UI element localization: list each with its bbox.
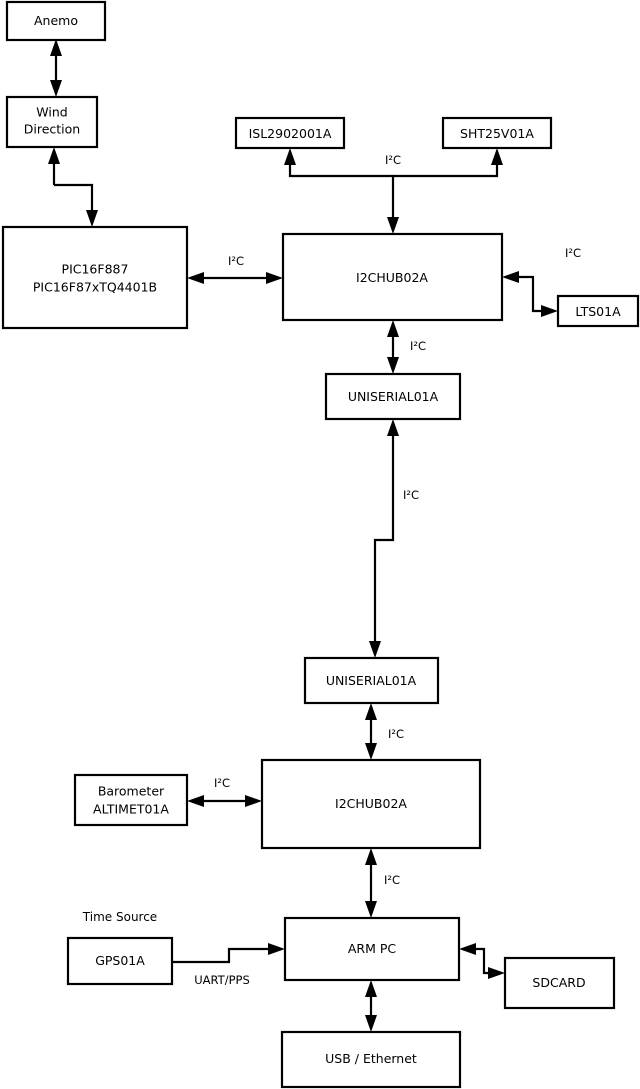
connector-wind-pic [48, 147, 98, 227]
node-sht25v01a[interactable]: SHT25V01A [441, 116, 553, 150]
node-isl2902001a[interactable]: ISL2902001A [234, 116, 346, 150]
connector-hubbottom-armpc [365, 848, 377, 918]
node-i2chub02a-top[interactable]: I2CHUB02A [281, 232, 504, 322]
svg-text:GPS01A: GPS01A [95, 953, 145, 968]
connector-hubtop-lts [502, 271, 558, 317]
connector-pic-hubtop [187, 272, 283, 284]
node-label-uniserial-lower: UNISERIAL01A [326, 673, 417, 688]
node-i2chub02a-bottom[interactable]: I2CHUB02A [260, 758, 482, 850]
node-label-hub-top: I2CHUB02A [356, 270, 428, 285]
svg-text:SDCARD: SDCARD [532, 975, 585, 990]
node-label-wind-line1: Wind [36, 105, 67, 120]
node-pic16f887[interactable]: PIC16F887 PIC16F87xTQ4401B [1, 225, 189, 330]
connector-uniserial-hubbottom [365, 703, 377, 760]
node-sdcard[interactable]: SDCARD [503, 956, 616, 1010]
node-label-lts: LTS01A [575, 304, 621, 319]
node-label-armpc: ARM PC [348, 941, 397, 956]
node-anemo[interactable]: Anemo [5, 0, 107, 42]
node-label-hub-bottom: I2CHUB02A [335, 796, 407, 811]
svg-text:I2CHUB02A: I2CHUB02A [356, 270, 428, 285]
node-label-gps: GPS01A [95, 953, 145, 968]
connector-uniserial-uniserial [369, 419, 399, 658]
label-time-source: Time Source [82, 910, 157, 924]
edge-label-hub-sensors: I²C [385, 153, 401, 167]
node-lts01a[interactable]: LTS01A [556, 294, 640, 328]
node-label-sdcard: SDCARD [532, 975, 585, 990]
connector-hubtop-sensors [284, 148, 503, 234]
connectors-layer [48, 39, 558, 1032]
free-labels-layer: Time Source [82, 910, 157, 924]
svg-text:UNISERIAL01A: UNISERIAL01A [326, 673, 417, 688]
svg-text:ARM PC: ARM PC [348, 941, 397, 956]
connector-anemo-wind [50, 39, 62, 97]
svg-text:UNISERIAL01A: UNISERIAL01A [348, 389, 439, 404]
edge-label-barometer-hub: I²C [214, 776, 230, 790]
node-label-sht: SHT25V01A [460, 126, 534, 141]
connector-armpc-sdcard [459, 943, 505, 979]
node-label-isl: ISL2902001A [249, 126, 332, 141]
connector-gps-armpc [172, 943, 285, 964]
node-usb-ethernet[interactable]: USB / Ethernet [280, 1030, 462, 1089]
edge-label-uniserial-hub-bottom: I²C [388, 727, 404, 741]
connector-barometer-hubbottom [187, 795, 262, 807]
node-arm-pc[interactable]: ARM PC [283, 916, 461, 982]
connector-armpc-usb [365, 980, 377, 1032]
node-gps01a[interactable]: GPS01A [66, 936, 174, 986]
edge-label-pic-hub: I²C [228, 254, 244, 268]
edge-label-hub-armpc: I²C [384, 873, 400, 887]
node-label-uniserial-upper: UNISERIAL01A [348, 389, 439, 404]
node-label-pic-line1: PIC16F887 [62, 262, 129, 277]
node-label-pic-line2: PIC16F87xTQ4401B [33, 280, 157, 295]
node-label-barometer-line2: ALTIMET01A [93, 802, 169, 817]
svg-text:Anemo: Anemo [34, 13, 78, 28]
node-uniserial01a-lower[interactable]: UNISERIAL01A [303, 656, 440, 705]
svg-text:USB / Ethernet: USB / Ethernet [325, 1051, 417, 1066]
node-label-usb: USB / Ethernet [325, 1051, 417, 1066]
connector-hubtop-uniserial [387, 320, 399, 374]
node-label-wind-line2: Direction [24, 122, 80, 137]
edge-label-hub-lts: I²C [565, 246, 581, 260]
edge-label-gps-armpc: UART/PPS [194, 973, 250, 987]
svg-text:SHT25V01A: SHT25V01A [460, 126, 534, 141]
svg-text:LTS01A: LTS01A [575, 304, 621, 319]
svg-text:I2CHUB02A: I2CHUB02A [335, 796, 407, 811]
node-uniserial01a-upper[interactable]: UNISERIAL01A [324, 372, 462, 421]
node-label-anemo: Anemo [34, 13, 78, 28]
edge-label-uniserial-link: I²C [403, 488, 419, 502]
edge-labels-layer: I²C I²C I²C I²C I²C I²C I²C I²C UART/PPS [194, 153, 581, 987]
node-barometer-altimet01a[interactable]: Barometer ALTIMET01A [73, 773, 189, 827]
node-wind-direction[interactable]: Wind Direction [5, 95, 99, 149]
node-label-barometer-line1: Barometer [98, 784, 165, 799]
edge-label-hub-uniserial: I²C [410, 339, 426, 353]
svg-text:ISL2902001A: ISL2902001A [249, 126, 332, 141]
